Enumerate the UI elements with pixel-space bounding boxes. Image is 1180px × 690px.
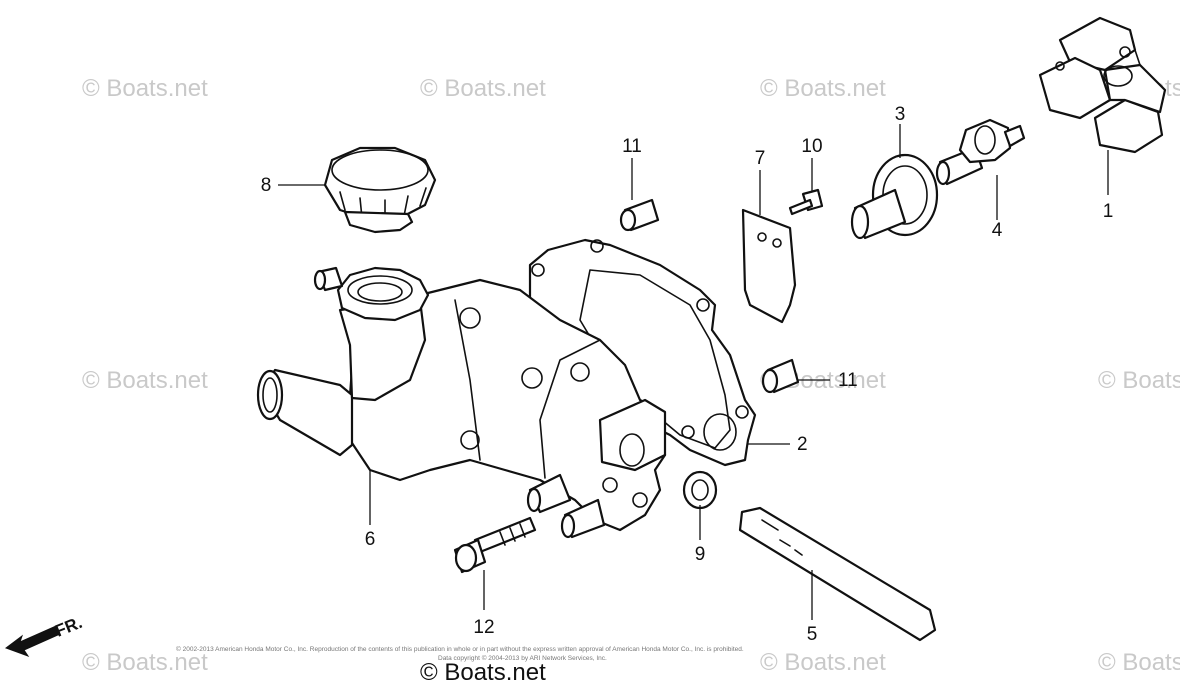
- watermark: © Boats.net: [760, 649, 886, 676]
- callout-4: 4: [992, 220, 1003, 241]
- part-11-dowel-right: [761, 358, 800, 394]
- copyright-line-1: © 2002-2013 American Honda Motor Co., In…: [176, 645, 744, 653]
- callout-11-upper: 11: [622, 136, 642, 157]
- watermark: © Boats.net: [420, 75, 546, 102]
- front-arrow-icon: [4, 625, 61, 657]
- watermark: © Boats.net: [760, 75, 886, 102]
- part-6-pump-housing: [256, 266, 667, 539]
- brand-label: © Boats.net: [420, 659, 546, 686]
- part-5-shaft: [738, 506, 937, 642]
- callout-3: 3: [895, 104, 906, 125]
- front-label: FR.: [52, 613, 85, 641]
- watermark: © Boats.net: [1098, 649, 1180, 676]
- part-11-dowel-upper: [619, 198, 660, 232]
- part-12-bolt: [453, 516, 537, 574]
- part-1-impeller: [1038, 16, 1167, 154]
- watermark: © Boats.net: [1098, 367, 1180, 394]
- callout-9: 9: [695, 544, 706, 565]
- callout-7: 7: [755, 148, 766, 169]
- callout-5: 5: [807, 624, 818, 645]
- callout-10: 10: [801, 136, 822, 157]
- part-8-cap: [323, 146, 437, 234]
- part-3-mechanical-seal: [850, 153, 939, 240]
- watermark: © Boats.net: [82, 75, 208, 102]
- part-10-bolt: [788, 188, 824, 216]
- callout-8: 8: [261, 175, 272, 196]
- callout-11-right: 11: [838, 370, 858, 391]
- copyright: © 2002-2013 American Honda Motor Co., In…: [176, 645, 744, 686]
- part-7-plate: [741, 208, 797, 324]
- watermark: © Boats.net: [82, 367, 208, 394]
- front-indicator: FR.: [4, 613, 85, 657]
- callout-2: 2: [797, 434, 808, 455]
- part-9-oil-seal: [682, 470, 718, 510]
- callouts: 1 2 3 4 5 6 7 8 9 10 11 11 12: [261, 104, 1114, 645]
- watermark: © Boats.net: [82, 649, 208, 676]
- callout-1: 1: [1103, 201, 1114, 222]
- copyright-line-2: Data copyright © 2004-2013 by ARI Networ…: [438, 654, 607, 662]
- callout-6: 6: [365, 529, 376, 550]
- callout-12: 12: [473, 617, 494, 638]
- part-4-seal: [935, 118, 1026, 186]
- leader-lines: [278, 124, 1109, 620]
